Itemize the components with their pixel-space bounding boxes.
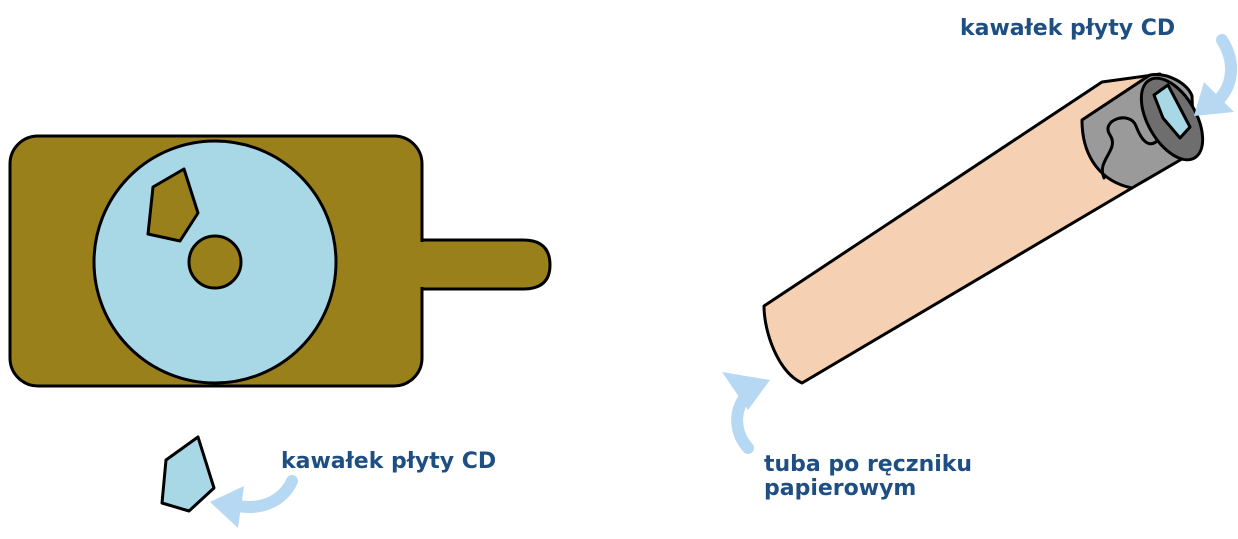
cd-disc-hole [189,236,241,288]
curved-arrow-icon [1194,40,1234,116]
tube-label-line1: tuba po ręczniku [764,453,1024,477]
tube-label: tuba po ręczniku papierowym [764,453,1024,501]
curved-arrow-icon [722,372,770,448]
cd-piece-loose [162,437,214,511]
cd-disc [94,141,336,383]
tube-label-line2: papierowym [764,477,1024,501]
cd-piece-label-top: kawałek płyty CD [960,18,1175,40]
paper-towel-tube [764,68,1215,383]
cd-piece-label-bottom: kawałek płyty CD [281,451,496,473]
curved-arrow-icon [210,481,292,528]
board-handle [415,240,550,289]
